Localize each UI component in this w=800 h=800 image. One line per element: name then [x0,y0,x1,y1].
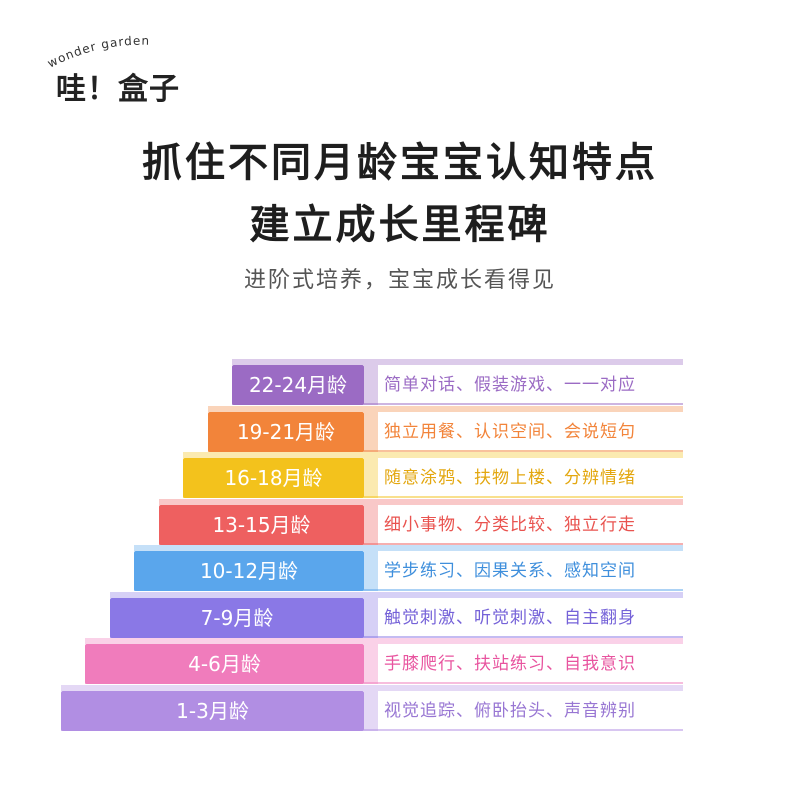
stage-description: 手膝爬行、扶站练习、自我意识 [384,654,636,674]
logo-arc-text: wonder garden [45,34,149,71]
stage-row: 1-3月龄视觉追踪、俯卧抬头、声音辨别 [61,685,683,731]
stage-underline [208,450,683,452]
stage-row: 10-12月龄学步练习、因果关系、感知空间 [134,545,683,591]
stage-description: 独立用餐、认识空间、会说短句 [384,422,636,442]
stage-underline [183,496,683,498]
stage-row: 4-6月龄手膝爬行、扶站练习、自我意识 [85,638,683,684]
stage-row: 16-18月龄随意涂鸦、扶物上楼、分辨情绪 [183,452,683,498]
stage-age-label: 22-24月龄 [232,365,378,405]
stage-row: 7-9月龄触觉刺激、听觉刺激、自主翻身 [110,592,683,638]
stage-step-edge [110,592,683,598]
headline-line-2: 建立成长里程碑 [249,202,551,248]
stage-age-label: 13-15月龄 [159,505,378,545]
stage-step-edge [208,406,683,412]
stage-row: 19-21月龄独立用餐、认识空间、会说短句 [208,406,683,452]
stage-step-edge [159,499,683,505]
stage-step-edge [183,452,683,458]
stage-row: 13-15月龄细小事物、分类比较、独立行走 [159,499,683,545]
stage-age-label: 19-21月龄 [208,412,378,452]
stage-row: 22-24月龄简单对话、假装游戏、一一对应 [232,359,683,405]
stage-description: 随意涂鸦、扶物上楼、分辨情绪 [384,468,636,488]
stage-description: 简单对话、假装游戏、一一对应 [384,375,636,395]
stage-underline [134,589,683,591]
stage-age-label: 4-6月龄 [85,644,378,684]
brand-logo: wonder garden 哇！盒子 [42,28,212,107]
stage-description: 视觉追踪、俯卧抬头、声音辨别 [384,701,636,721]
stage-description: 细小事物、分类比较、独立行走 [384,515,636,535]
stage-step-edge [85,638,683,644]
headline-line-1: 抓住不同月龄宝宝认知特点 [142,140,658,186]
stage-age-label: 7-9月龄 [110,598,378,638]
stage-underline [159,543,683,545]
stage-description: 学步练习、因果关系、感知空间 [384,561,636,581]
stage-age-label: 10-12月龄 [134,551,378,591]
stage-underline [110,636,683,638]
stage-age-label: 1-3月龄 [61,691,378,731]
logo-wordmark: 哇！盒子 [56,72,180,107]
stage-step-edge [61,685,683,691]
subtitle: 进阶式培养，宝宝成长看得见 [243,268,556,293]
stage-step-edge [134,545,683,551]
stage-underline [85,682,683,684]
stage-underline [232,403,683,405]
stage-age-label: 16-18月龄 [183,458,378,498]
stage-step-edge [232,359,683,365]
stage-description: 触觉刺激、听觉刺激、自主翻身 [384,608,636,628]
